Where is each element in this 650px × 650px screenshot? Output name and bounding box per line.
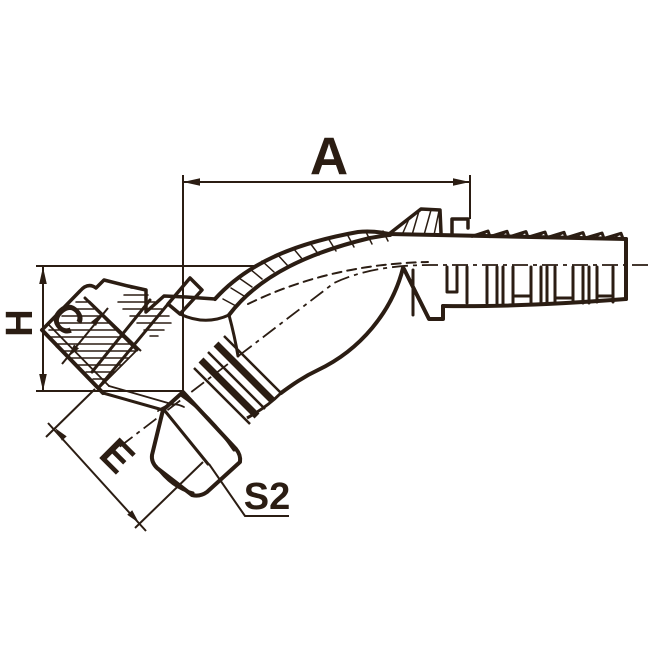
nut-flat-divider (163, 409, 210, 466)
dim-a-arrow-right (453, 178, 470, 186)
stem-barb-teeth (470, 229, 625, 241)
thread-to-nut-edge (101, 391, 165, 412)
elbow-inner-wall (227, 233, 392, 317)
nut-face-arc (179, 393, 236, 452)
serration-line-3 (193, 367, 251, 425)
hose-stem (387, 207, 628, 321)
thread-end-face-inner (48, 324, 110, 387)
dim-a-arrow-left (183, 178, 200, 186)
axis-centerline (117, 264, 648, 449)
socket-to-nut-edge (246, 391, 283, 420)
seat-cone-line-1 (98, 302, 170, 388)
nipple-wedge (166, 276, 204, 316)
dim-label-a: A (309, 127, 349, 187)
serration-line-1 (223, 335, 282, 394)
dim-e-ext-1 (45, 388, 96, 438)
dimension-h (36, 265, 257, 392)
serration-line-2 (207, 351, 266, 410)
nut-outline (149, 390, 243, 498)
dim-label-h: H (0, 309, 41, 337)
dim-h-arrow-top (39, 267, 47, 284)
dimension-e (45, 388, 204, 532)
thread-to-nut-edge-2 (108, 385, 169, 404)
serration-bar-2 (198, 357, 260, 419)
elbow-outer-wall (213, 229, 391, 301)
elbow-bend (213, 209, 440, 395)
elbow-bore-hidden-line (247, 261, 429, 305)
stem-collar-bump (387, 207, 443, 236)
socket-serrations (193, 335, 283, 425)
dim-e-arrow-1 (55, 428, 67, 441)
thread-end-face (40, 328, 105, 395)
stem-tooth-hatch (480, 231, 620, 239)
elbow-wall-hatch (222, 209, 440, 307)
hex-nut (149, 390, 243, 498)
thread-sleeve-outline (40, 278, 217, 332)
thread-section (40, 276, 231, 412)
nut-chamfer-arc (157, 403, 185, 412)
thread-band-edge (83, 296, 139, 352)
stem-skirt (402, 267, 445, 321)
thread-hatch-band-1 (48, 301, 136, 380)
elbow-lower-outline (279, 266, 405, 395)
stem-grooves (445, 265, 615, 306)
seat-cone-line-2 (90, 298, 152, 374)
dim-e-arrow-2 (127, 510, 139, 523)
centerline (117, 264, 648, 449)
nipple-join (178, 312, 231, 322)
dim-h-arrow-bottom (39, 374, 47, 391)
stem-bottom-line (441, 297, 628, 309)
nut-dome-arc (154, 464, 195, 495)
stem-cutoff-tab (450, 217, 470, 236)
dim-e-ext-2 (134, 461, 204, 529)
serration-bar-1 (213, 341, 276, 404)
elbow-inner-continuation (227, 313, 240, 358)
dimension-a (182, 175, 471, 392)
dim-label-s2: S2 (243, 476, 291, 518)
